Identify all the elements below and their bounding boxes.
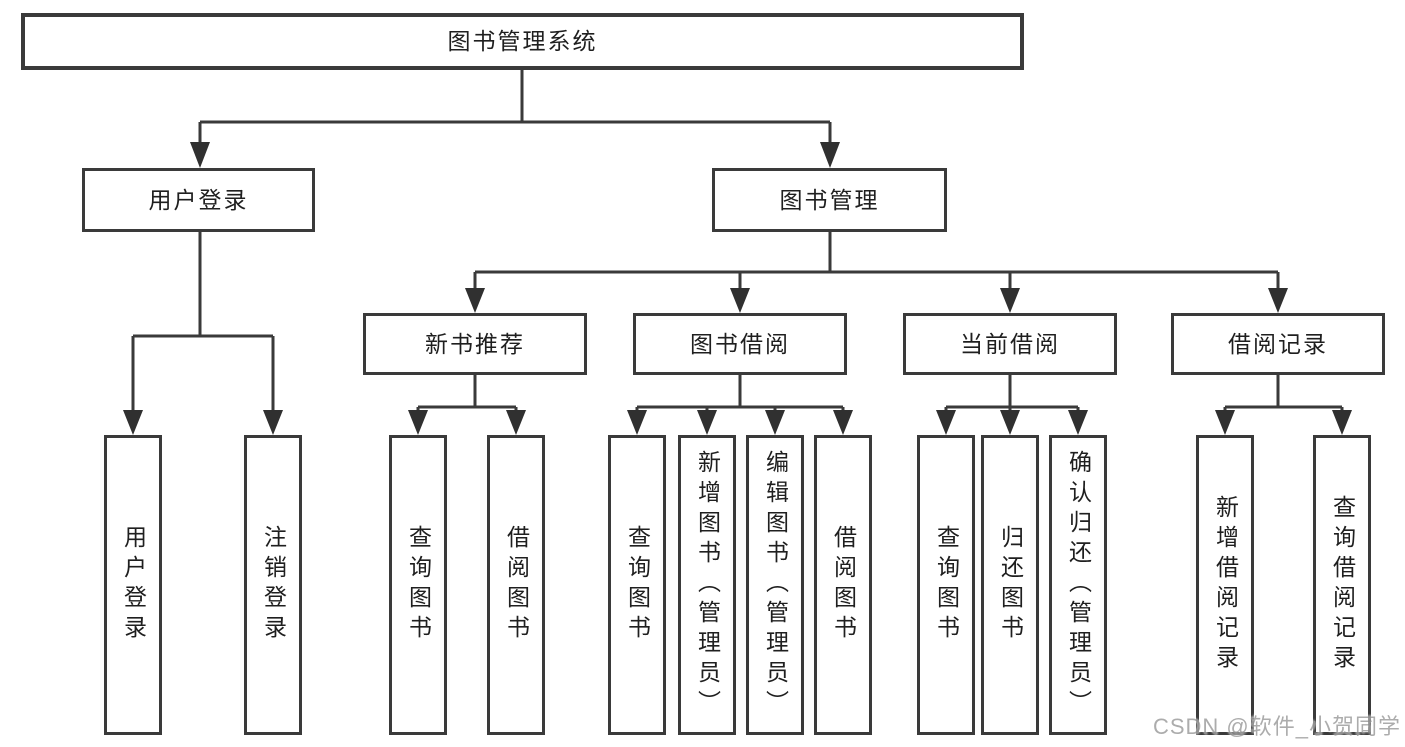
leaf-borrowing-borrow-books: 借阅图书 <box>814 435 872 735</box>
leaf-newbook-borrow-books-label: 借阅图书 <box>503 525 530 645</box>
node-borrowing-records-label: 借阅记录 <box>1228 330 1328 357</box>
arrowheads <box>123 142 1352 435</box>
csdn-watermark: CSDN @软件_小贺同学 <box>1152 714 1401 739</box>
leaf-records-query-record: 查询借阅记录 <box>1313 435 1371 735</box>
leaf-current-confirm-return-admin: 确认归还（管理员） <box>1049 435 1107 735</box>
leaf-borrowing-query-books-label: 查询图书 <box>624 525 651 645</box>
node-new-book-recommendation-label: 新书推荐 <box>425 330 525 357</box>
leaf-borrowing-query-books: 查询图书 <box>608 435 666 735</box>
leaf-current-return-books: 归还图书 <box>981 435 1039 735</box>
leaf-records-query-record-label: 查询借阅记录 <box>1329 495 1356 675</box>
node-library-management-system-label: 图书管理系统 <box>447 28 598 54</box>
leaf-records-add-record-label: 新增借阅记录 <box>1212 495 1239 675</box>
node-current-borrowing: 当前借阅 <box>903 313 1117 375</box>
node-book-borrowing-label: 图书借阅 <box>690 330 790 357</box>
leaf-current-confirm-return-admin-label: 确认归还（管理员） <box>1065 450 1092 720</box>
node-user-login-label: 用户登录 <box>148 186 249 213</box>
leaf-newbook-query-books: 查询图书 <box>389 435 447 735</box>
leaf-borrowing-borrow-books-label: 借阅图书 <box>830 525 857 645</box>
node-borrowing-records: 借阅记录 <box>1171 313 1385 375</box>
node-book-management-label: 图书管理 <box>779 186 880 213</box>
node-user-login: 用户登录 <box>82 168 315 232</box>
leaf-logout-label: 注销登录 <box>260 525 287 645</box>
leaf-current-return-books-label: 归还图书 <box>997 525 1024 645</box>
leaf-borrowing-add-books-admin-label: 新增图书（管理员） <box>694 450 721 720</box>
node-book-management: 图书管理 <box>712 168 947 232</box>
node-current-borrowing-label: 当前借阅 <box>960 330 1060 357</box>
leaf-current-query-books: 查询图书 <box>917 435 975 735</box>
leaf-logout: 注销登录 <box>244 435 302 735</box>
leaf-user-login-label: 用户登录 <box>120 525 147 645</box>
leaf-newbook-borrow-books: 借阅图书 <box>487 435 545 735</box>
node-book-borrowing: 图书借阅 <box>633 313 847 375</box>
leaf-newbook-query-books-label: 查询图书 <box>405 525 432 645</box>
node-new-book-recommendation: 新书推荐 <box>363 313 587 375</box>
leaf-borrowing-edit-books-admin: 编辑图书（管理员） <box>746 435 804 735</box>
leaf-user-login: 用户登录 <box>104 435 162 735</box>
leaf-current-query-books-label: 查询图书 <box>933 525 960 645</box>
leaf-borrowing-add-books-admin: 新增图书（管理员） <box>678 435 736 735</box>
leaf-records-add-record: 新增借阅记录 <box>1196 435 1254 735</box>
node-library-management-system: 图书管理系统 <box>21 13 1024 70</box>
leaf-borrowing-edit-books-admin-label: 编辑图书（管理员） <box>762 450 789 720</box>
